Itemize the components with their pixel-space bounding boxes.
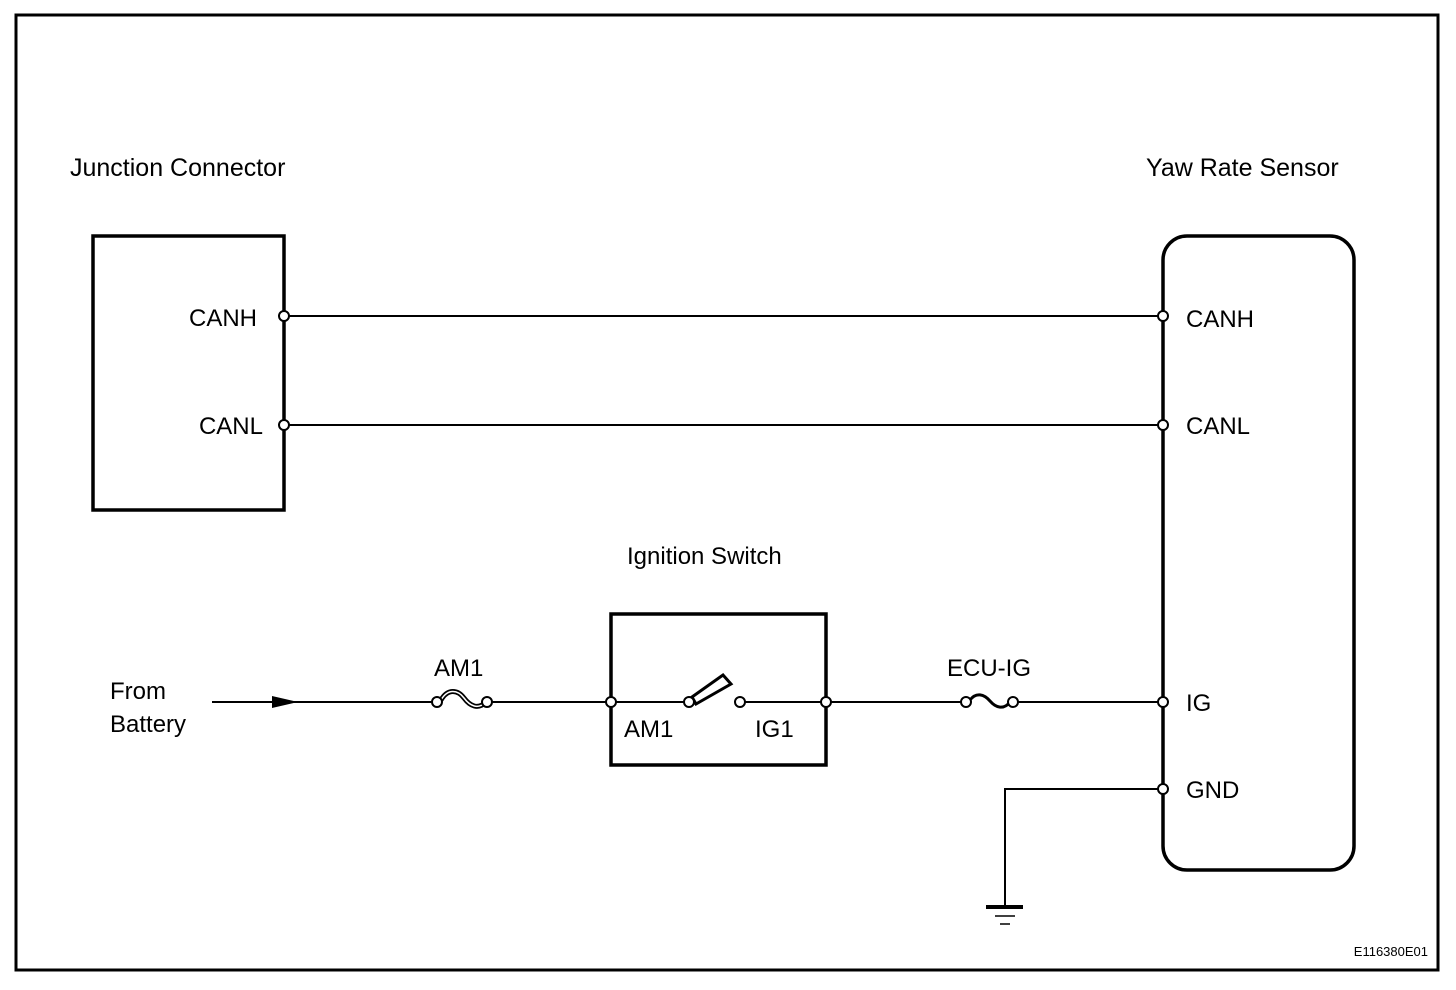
junction-pin-canl-label: CANL bbox=[199, 413, 263, 440]
sensor-pin-canl-label: CANL bbox=[1186, 413, 1250, 440]
figure-id: E116380E01 bbox=[1354, 944, 1428, 959]
switch-terminal-ig1 bbox=[820, 696, 832, 708]
sensor-pin-canh-label: CANH bbox=[1186, 306, 1254, 333]
sensor-terminal-gnd bbox=[1157, 783, 1169, 795]
junction-terminal-canl bbox=[278, 419, 290, 431]
arrow-icon bbox=[272, 696, 298, 708]
yaw-rate-sensor-title: Yaw Rate Sensor bbox=[1146, 154, 1339, 182]
yaw-rate-sensor-box bbox=[1161, 234, 1356, 872]
ignition-switch-title: Ignition Switch bbox=[627, 543, 782, 570]
switch-pin-am1-label: AM1 bbox=[624, 716, 673, 743]
fuse-ecu-ig-label: ECU-IG bbox=[947, 655, 1031, 682]
ignition-switch-box bbox=[609, 612, 828, 767]
junction-connector-box bbox=[91, 234, 286, 512]
sensor-pin-gnd-label: GND bbox=[1186, 777, 1239, 804]
sensor-terminal-ig bbox=[1157, 696, 1169, 708]
switch-contact-icon bbox=[683, 672, 746, 708]
sensor-terminal-canh bbox=[1157, 310, 1169, 322]
diagram-frame bbox=[14, 13, 1440, 972]
sensor-pin-ig-label: IG bbox=[1186, 690, 1211, 717]
source-label-line1: From bbox=[110, 678, 166, 705]
gnd-wire bbox=[1004, 788, 1163, 907]
junction-connector-title: Junction Connector bbox=[70, 154, 285, 182]
switch-pin-ig1-label: IG1 bbox=[755, 716, 794, 743]
fuse-ecu-ig-icon bbox=[960, 693, 1019, 709]
sensor-terminal-canl bbox=[1157, 419, 1169, 431]
junction-pin-canh-label: CANH bbox=[189, 305, 257, 332]
fuse-am1-label: AM1 bbox=[434, 655, 483, 682]
source-label-line2: Battery bbox=[110, 711, 186, 738]
fuse-am1-icon bbox=[431, 689, 493, 709]
ground-icon bbox=[986, 905, 1023, 925]
junction-terminal-canh bbox=[278, 310, 290, 322]
switch-terminal-am1 bbox=[605, 696, 617, 708]
